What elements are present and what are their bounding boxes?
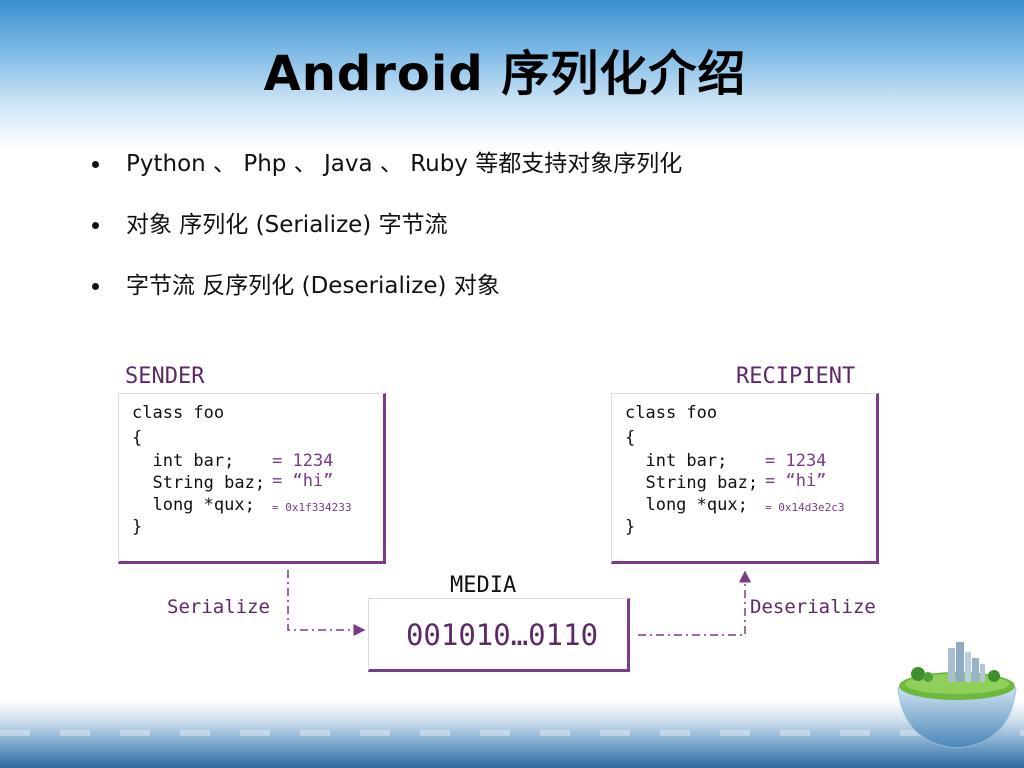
sender-code-line: long *qux;: [132, 495, 255, 515]
recipient-code-line: {: [625, 428, 636, 448]
bullet-item: Python 、 Php 、 Java 、 Ruby 等都支持对象序列化: [92, 142, 682, 203]
sender-value: = 1234: [272, 451, 334, 471]
city-globe-icon: [897, 642, 1017, 749]
bullet-item: 字节流 反序列化 (Deserialize) 对象: [92, 264, 682, 325]
recipient-label: RECIPIENT: [736, 364, 856, 389]
sender-label: SENDER: [125, 364, 205, 389]
footer-wave: [0, 730, 1024, 736]
sender-code-line: {: [132, 428, 143, 448]
sender-box: [118, 393, 386, 564]
bullet-dot: [92, 161, 99, 168]
sender-code-line: }: [132, 517, 143, 537]
serialize-label: Serialize: [167, 596, 270, 618]
bullet-list: Python 、 Php 、 Java 、 Ruby 等都支持对象序列化 对象 …: [92, 142, 682, 325]
media-label: MEDIA: [450, 573, 517, 598]
recipient-code-line: String baz;: [625, 473, 759, 493]
sender-code-line: class foo: [132, 403, 225, 423]
recipient-code-line: long *qux;: [625, 495, 748, 515]
sender-value: = “hi”: [272, 471, 334, 491]
footer-gradient: [0, 700, 1024, 768]
media-bits-text: 001010…0110: [405, 618, 599, 652]
slide-title: Android 序列化介绍: [263, 46, 747, 102]
recipient-value: = 1234: [765, 451, 827, 471]
bullet-item: 对象 序列化 (Serialize) 字节流: [92, 203, 682, 264]
recipient-value: = “hi”: [765, 471, 827, 491]
recipient-code-line: }: [625, 517, 636, 537]
sender-value: = 0x1f334233: [272, 501, 352, 514]
recipient-value: = 0x14d3e2c3: [765, 501, 845, 514]
deserialize-label: Deserialize: [750, 596, 876, 618]
recipient-code-line: class foo: [625, 403, 718, 423]
bullet-dot: [92, 283, 99, 290]
bullet-dot: [92, 222, 99, 229]
header-gradient: [0, 0, 1024, 150]
recipient-code-line: int bar;: [625, 451, 728, 471]
media-box: [368, 598, 630, 672]
bullet-text: 对象 序列化 (Serialize) 字节流: [126, 212, 448, 238]
sender-code-line: int bar;: [132, 451, 235, 471]
bullet-text: Python 、 Php 、 Java 、 Ruby 等都支持对象序列化: [126, 151, 683, 177]
deserialize-arrow: [638, 570, 751, 636]
recipient-box: [611, 393, 879, 564]
serialize-arrow: [287, 570, 366, 636]
bullet-text: 字节流 反序列化 (Deserialize) 对象: [126, 273, 500, 299]
sender-code-line: String baz;: [132, 473, 266, 493]
